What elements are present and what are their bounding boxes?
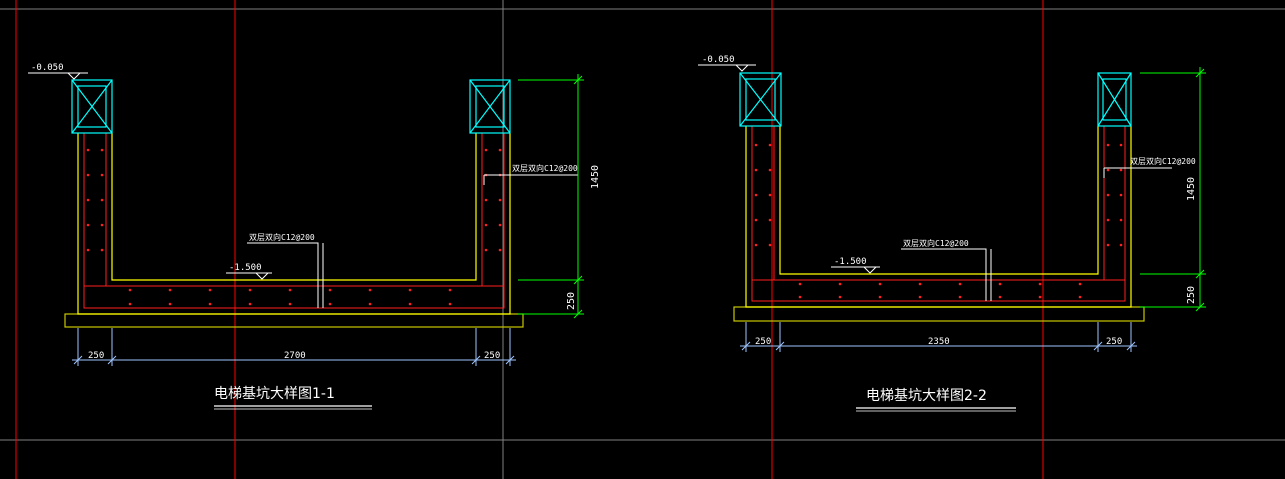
dim-label-slab: 250	[1186, 286, 1197, 304]
dim-label-left: 250	[88, 351, 104, 361]
section-title: 电梯基坑大样图2-2	[866, 387, 987, 404]
rebar-lines	[751, 126, 1126, 302]
dim-label-wall-height: 1450	[1186, 177, 1197, 201]
dimension-vertical	[1140, 67, 1206, 312]
rebar-leader-slab: 双层双向C12@200	[247, 232, 324, 308]
dim-label-right: 250	[1106, 337, 1122, 347]
rebar-leader-wall: 双层双向C12@200	[1103, 156, 1196, 178]
dimension-horizontal	[72, 328, 516, 366]
rebar-dots	[754, 143, 1123, 299]
level-label-bottom: -1.500	[229, 263, 262, 273]
column-left	[739, 72, 782, 127]
dimension-vertical	[518, 74, 584, 319]
dim-label-slab: 250	[566, 292, 577, 310]
pit-outer-outline	[77, 133, 511, 315]
rebar-leader-wall: 双层双向C12@200	[483, 163, 578, 185]
dim-label-right: 250	[484, 351, 500, 361]
dim-label-left: 250	[755, 337, 771, 347]
rebar-leader-slab: 双层双向C12@200	[901, 238, 992, 301]
section-2-2[interactable]: -0.050 -1.500 双层双向C12@200 双层双向C12@200 14…	[698, 55, 1206, 412]
column-left	[71, 79, 113, 134]
column-right	[469, 79, 511, 134]
level-label-bottom: -1.500	[834, 257, 867, 267]
base-pad	[733, 306, 1145, 322]
rebar-dots	[86, 148, 502, 306]
dimension-horizontal	[740, 322, 1137, 352]
level-marker-bottom: -1.500	[831, 257, 880, 274]
section-1-1[interactable]: -0.050 -1.500 双层双向C12@200 双层双向C12@200	[28, 63, 601, 410]
rebar-label-slab: 双层双向C12@200	[903, 238, 969, 248]
rebar-label-wall: 双层双向C12@200	[512, 163, 578, 173]
base-pad	[64, 313, 524, 328]
pit-inner-outline	[779, 126, 1099, 275]
section-title: 电梯基坑大样图1-1	[214, 385, 335, 402]
rebar-lines	[83, 133, 505, 309]
pit-inner-outline	[111, 133, 477, 281]
dim-label-mid: 2700	[284, 351, 306, 361]
level-label-top: -0.050	[31, 63, 64, 73]
level-marker-top: -0.050	[28, 63, 88, 80]
column-right	[1097, 72, 1132, 127]
level-label-top: -0.050	[702, 55, 735, 65]
pit-outer-outline	[745, 126, 1132, 308]
level-marker-bottom: -1.500	[226, 263, 272, 280]
rebar-label-wall: 双层双向C12@200	[1130, 156, 1196, 166]
dim-label-wall-height: 1450	[590, 165, 601, 189]
dim-label-mid: 2350	[928, 337, 950, 347]
level-marker-top: -0.050	[698, 55, 756, 72]
rebar-label-slab: 双层双向C12@200	[249, 232, 315, 242]
